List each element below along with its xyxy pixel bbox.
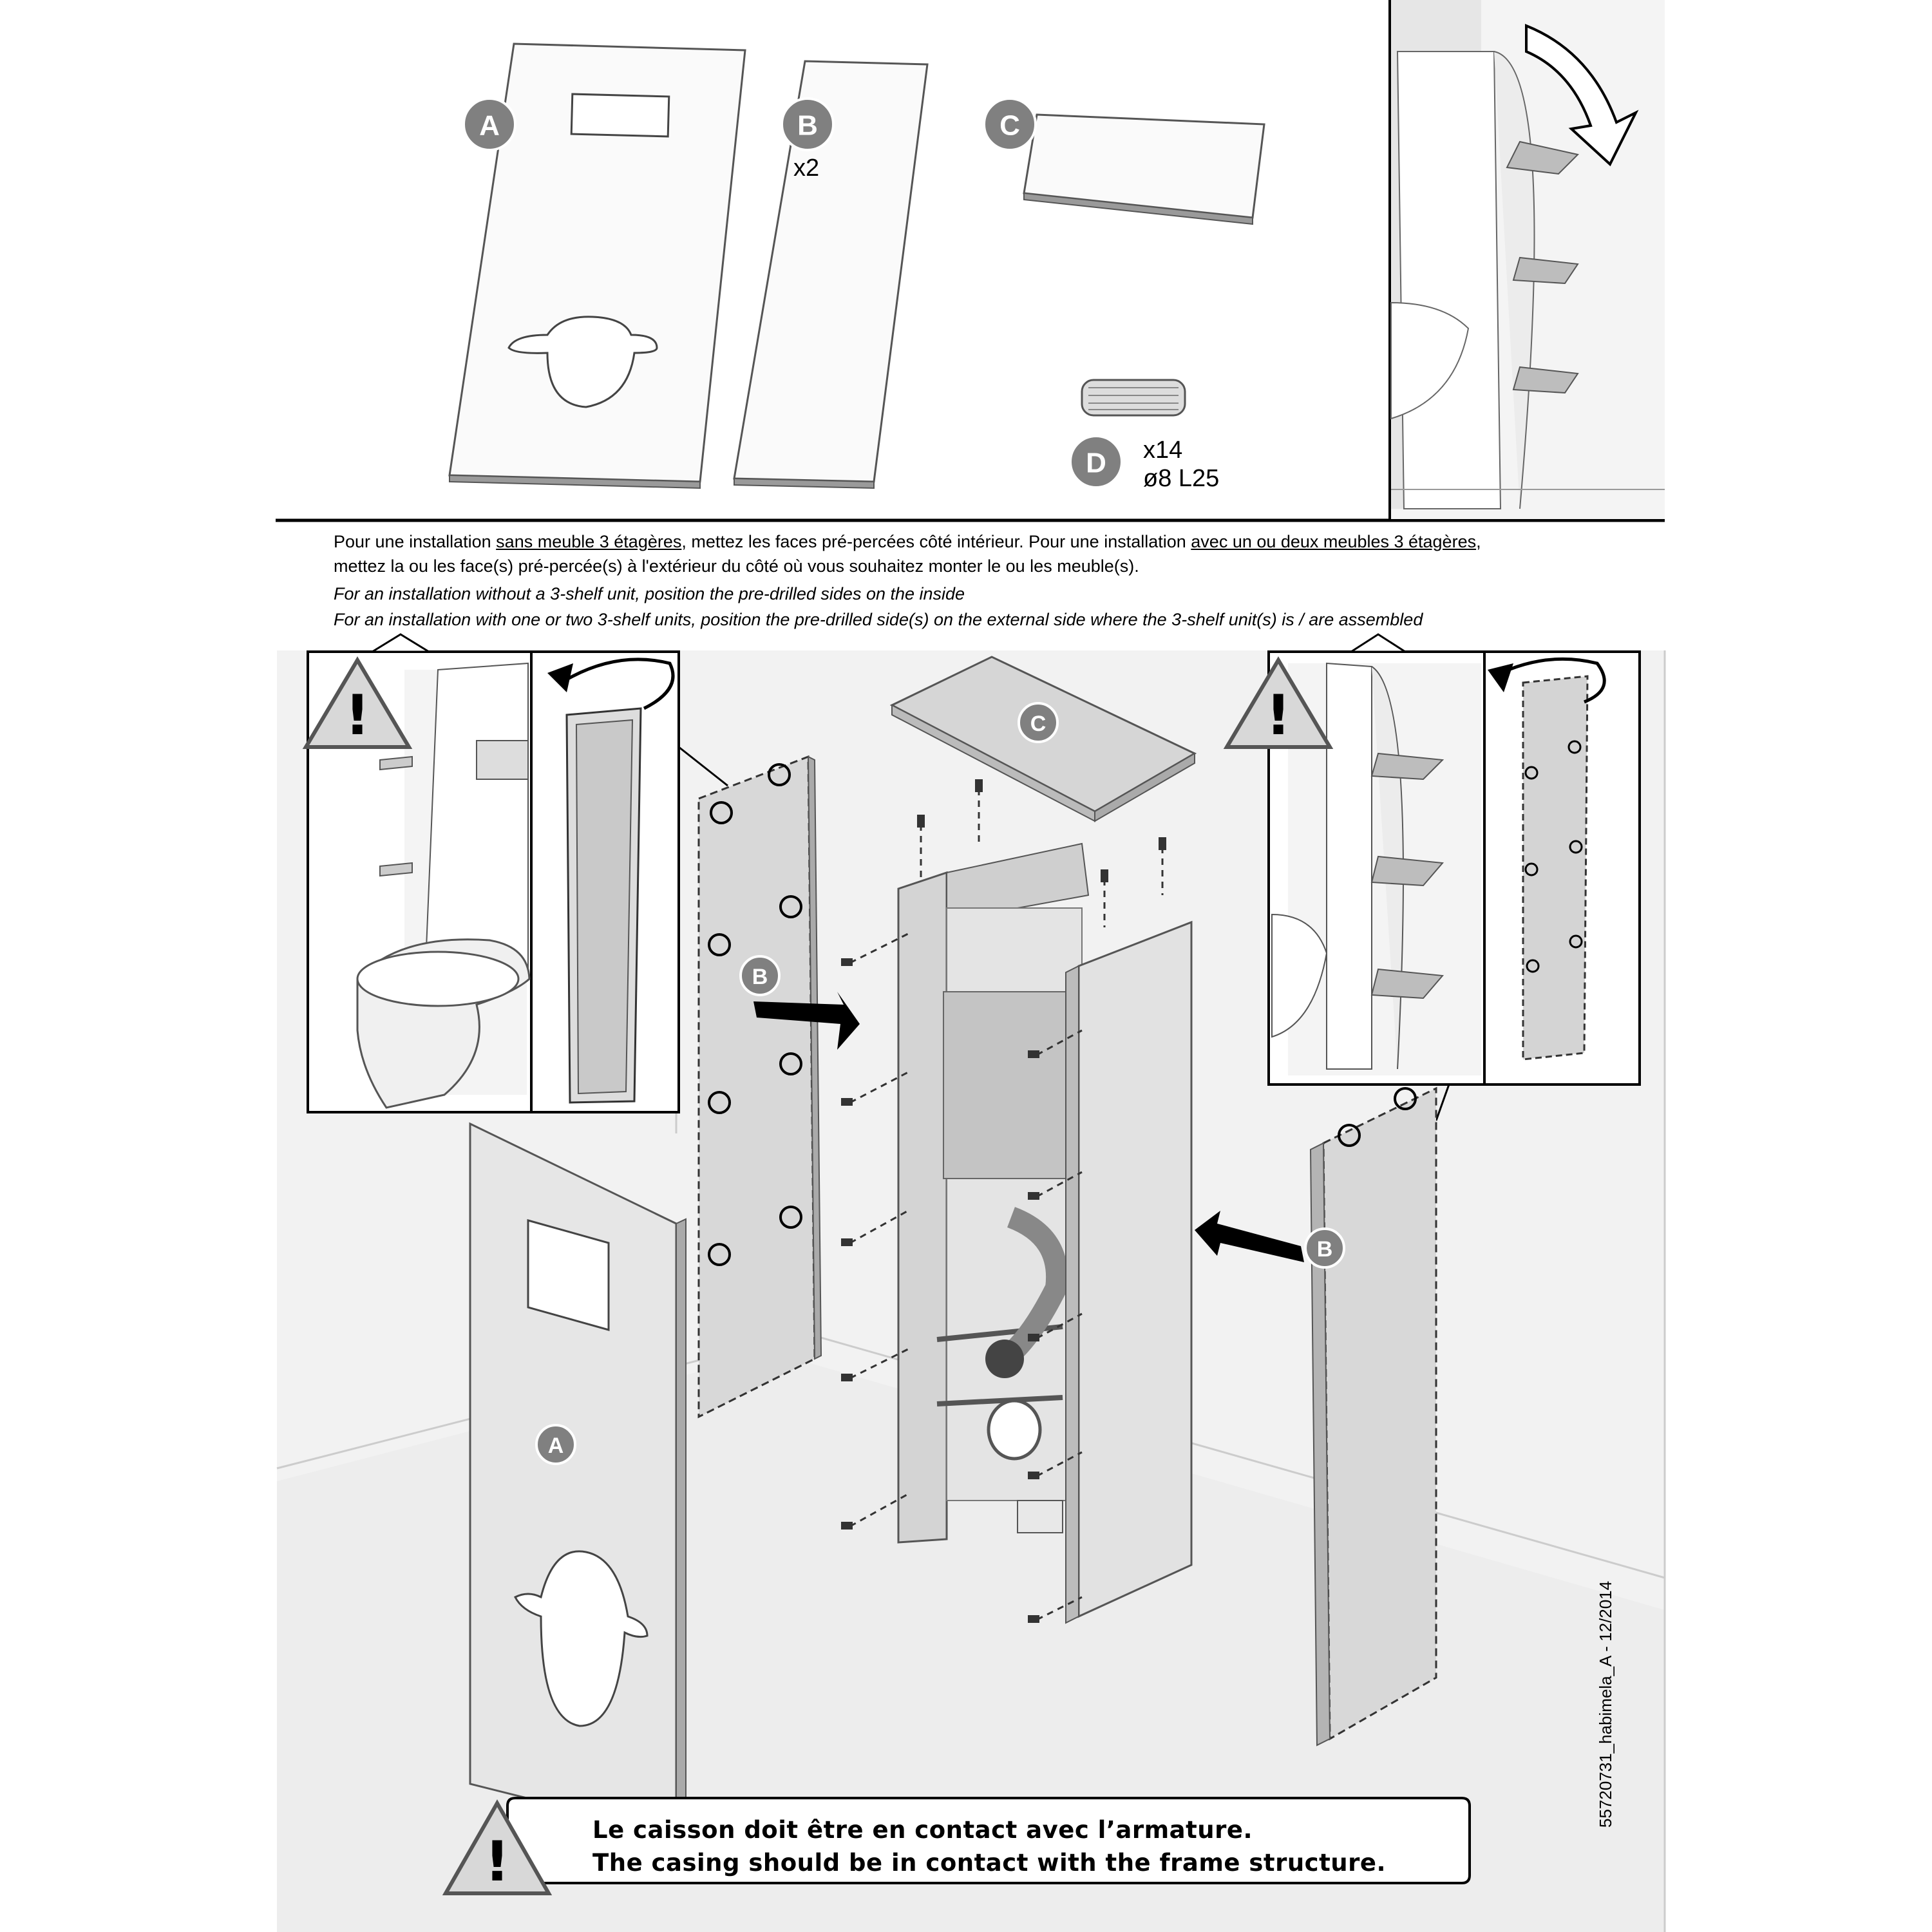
callout-right: [1267, 633, 1641, 1086]
warning-text-en: The casing should be in contact with the…: [592, 1849, 1387, 1877]
assembly-side-panel-mounted: [1065, 920, 1193, 1624]
part-d-size: ø8 L25: [1143, 465, 1220, 492]
warning-text-fr: Le caisson doit être en contact avec l’a…: [592, 1816, 1253, 1844]
assembly-panel-a: [469, 1122, 687, 1837]
dowel-d: [1081, 379, 1186, 417]
part-c-panel: [1023, 113, 1265, 225]
frame-structure: [897, 842, 1090, 1544]
assembly-panel-b-right: [1195, 1086, 1437, 1747]
rotate-arrow-icon: [1525, 24, 1639, 167]
dowel-leaders: [849, 789, 1164, 1621]
instruction-fr-line2: mettez la ou les face(s) pré-percée(s) à…: [334, 556, 1139, 576]
part-d-quantity: x14: [1143, 437, 1183, 464]
instruction-en-line2: For an installation with one or two 3-sh…: [334, 610, 1423, 629]
instruction-fr-line1: Pour une installation sans meuble 3 étag…: [334, 532, 1481, 551]
part-b-quantity: x2: [793, 155, 820, 182]
part-a-panel: [448, 43, 746, 489]
document-reference: 55720731_habimela_A - 12/2014: [1596, 1580, 1615, 1828]
inset-shelf-scene: [1390, 0, 1665, 519]
instruction-en-line1: For an installation without a 3-shelf un…: [334, 584, 965, 603]
callout-left: [307, 633, 680, 1113]
part-b-panel: [733, 60, 929, 489]
dowels: [841, 779, 1166, 1623]
assembly-panel-b-left: [697, 755, 860, 1419]
